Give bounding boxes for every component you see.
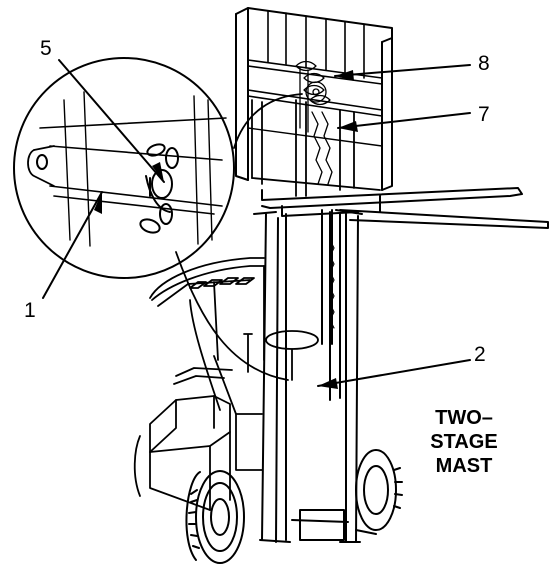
mast-chain — [329, 239, 335, 329]
callout-8: 8 — [478, 52, 490, 75]
front-wheel-left — [185, 470, 245, 564]
truck-body — [133, 355, 263, 511]
mast-rails — [253, 209, 363, 543]
carriage — [251, 99, 381, 197]
front-wheel-right — [355, 449, 403, 535]
detail-connectors — [175, 93, 303, 381]
callout-7: 7 — [478, 103, 490, 126]
caption-line-1: TWO–STAGE — [430, 407, 498, 453]
arrowheads — [94, 70, 358, 389]
callout-2: 2 — [474, 343, 486, 366]
callout-5: 5 — [40, 37, 52, 60]
upper-chain — [295, 60, 333, 185]
leader-lines — [42, 59, 471, 387]
forks — [261, 187, 549, 229]
detail-inset — [13, 57, 235, 279]
mast-type-caption: TWO–STAGE MAST — [414, 406, 514, 478]
load-backrest — [235, 7, 393, 191]
caption-line-2: MAST — [435, 455, 493, 477]
callout-1: 1 — [24, 299, 36, 322]
overhead-guard — [149, 257, 319, 411]
